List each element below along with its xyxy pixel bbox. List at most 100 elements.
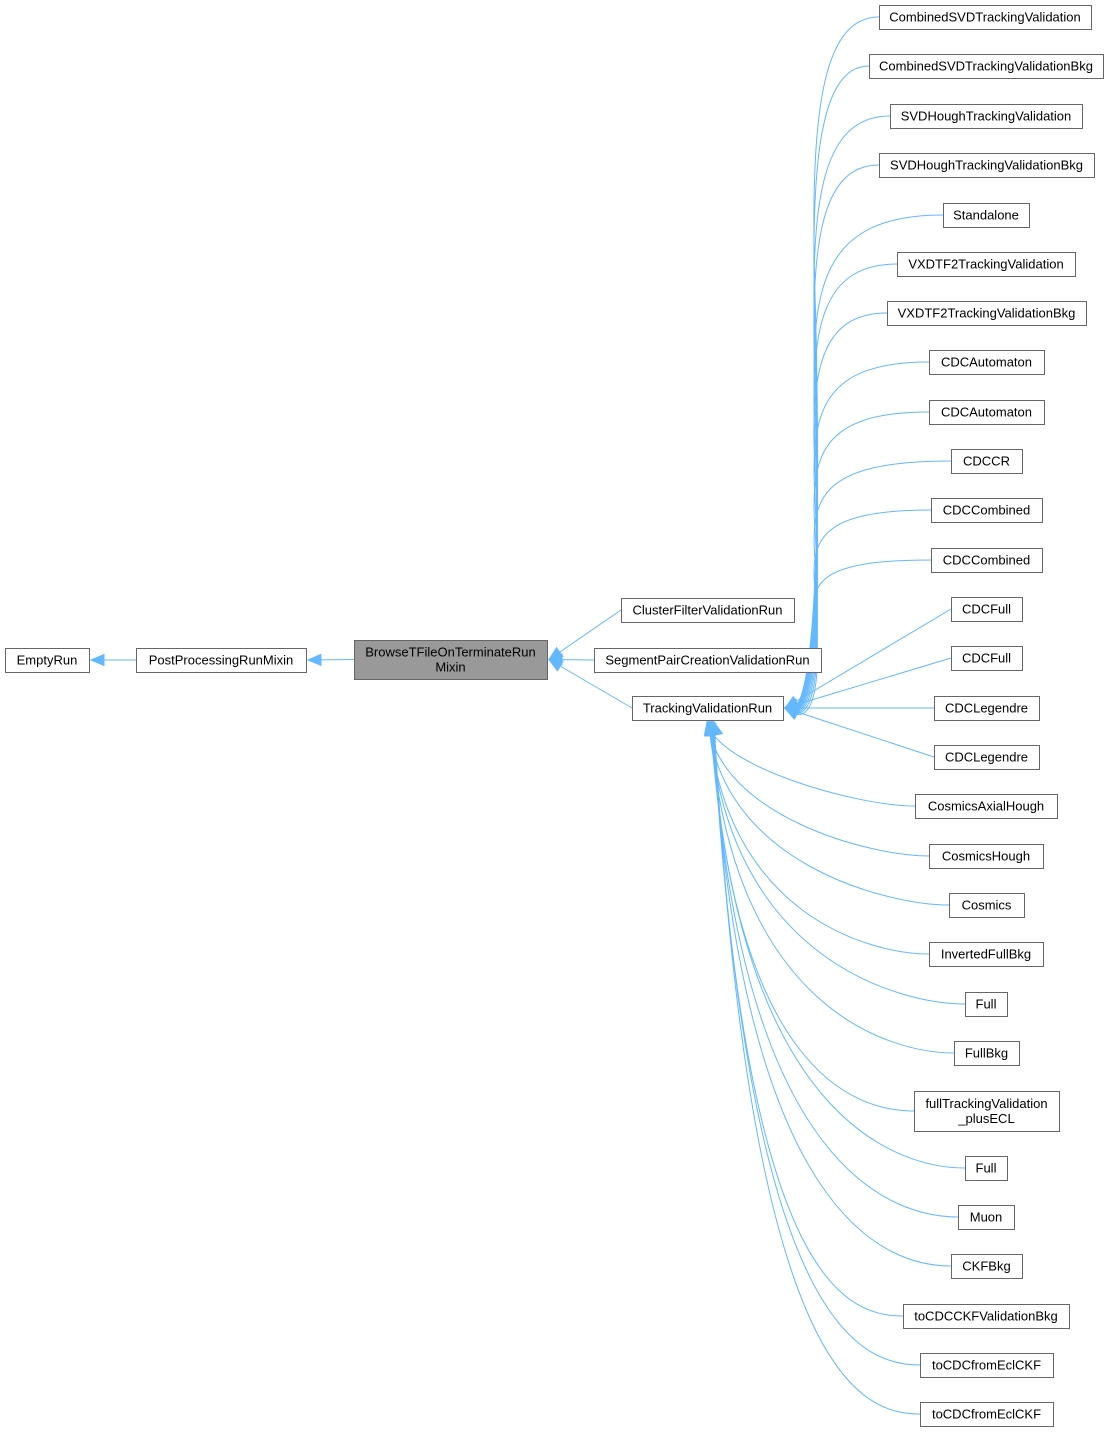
class-node[interactable]: CosmicsHough: [929, 844, 1044, 869]
class-node-label: CDCCombined: [943, 553, 1030, 568]
class-node[interactable]: CDCLegendre: [934, 745, 1040, 770]
inheritance-edge: [784, 608, 952, 709]
class-node[interactable]: Standalone: [943, 203, 1030, 228]
class-node[interactable]: CDCCombined: [931, 498, 1043, 523]
class-node-box: [5, 648, 90, 673]
class-node[interactable]: VXDTF2TrackingValidationBkg: [887, 301, 1087, 326]
class-node[interactable]: CombinedSVDTrackingValidation: [879, 5, 1092, 30]
class-node-box: [951, 449, 1023, 474]
class-node-box: [954, 1041, 1020, 1066]
arrow-head: [710, 720, 724, 737]
arrow-head: [306, 653, 322, 667]
class-node-box: [903, 1304, 1070, 1329]
class-node-label: CKFBkg: [962, 1259, 1010, 1274]
inheritance-edge: [784, 115, 891, 712]
class-node[interactable]: Full: [965, 1156, 1008, 1181]
class-node[interactable]: InvertedFullBkg: [929, 942, 1044, 967]
class-node[interactable]: toCDCfromEclCKF: [920, 1402, 1054, 1427]
class-node[interactable]: ClusterFilterValidationRun: [621, 598, 795, 623]
class-node[interactable]: CDCAutomaton: [929, 400, 1045, 425]
class-node[interactable]: SegmentPairCreationValidationRun: [594, 648, 822, 673]
class-node[interactable]: EmptyRun: [5, 648, 90, 673]
class-node[interactable]: fullTrackingValidation_plusECL: [914, 1091, 1060, 1132]
class-node-label: CDCLegendre: [945, 750, 1028, 765]
class-node-box: [136, 648, 307, 673]
class-node[interactable]: CombinedSVDTrackingValidationBkg: [869, 54, 1104, 79]
arrow-head: [783, 706, 800, 719]
inheritance-edge: [548, 659, 633, 709]
class-node[interactable]: SVDHoughTrackingValidationBkg: [879, 153, 1095, 178]
class-node-box: [920, 1402, 1054, 1427]
class-node-box: [929, 844, 1044, 869]
class-node-box: [965, 1156, 1008, 1181]
class-node[interactable]: SVDHoughTrackingValidation: [890, 104, 1083, 129]
inheritance-edge: [784, 411, 930, 713]
class-node-box: [890, 104, 1083, 129]
class-node[interactable]: CDCLegendre: [934, 696, 1040, 721]
node-layer: EmptyRun PostProcessingRunMixin BrowseTFil…: [5, 5, 1104, 1427]
class-node-label: toCDCfromEclCKF: [932, 1358, 1041, 1373]
class-node-box: [914, 1091, 1060, 1132]
class-node-label: VXDTF2TrackingValidationBkg: [898, 306, 1076, 321]
class-node[interactable]: FullBkg: [954, 1041, 1020, 1066]
class-node-box: [949, 893, 1025, 918]
class-node-box: [887, 301, 1087, 326]
class-node-label: CombinedSVDTrackingValidationBkg: [879, 59, 1093, 74]
class-node-label: CombinedSVDTrackingValidation: [889, 10, 1080, 25]
inheritance-edge: [713, 721, 921, 1415]
class-node-box: [929, 350, 1045, 375]
inheritance-edge: [784, 657, 952, 709]
class-node[interactable]: PostProcessingRunMixin: [136, 648, 307, 673]
class-node[interactable]: VXDTF2TrackingValidation: [897, 252, 1076, 277]
class-node-label: FullBkg: [965, 1046, 1008, 1061]
class-node[interactable]: toCDCCKFValidationBkg: [903, 1304, 1070, 1329]
class-node-label: CDCFull: [962, 602, 1011, 617]
class-node-box: [621, 598, 795, 623]
inheritance-edge: [784, 559, 932, 715]
class-node-box: [354, 640, 548, 680]
inheritance-edge: [784, 707, 935, 758]
inheritance-edge: [784, 509, 932, 714]
class-node-label: CDCLegendre: [945, 701, 1028, 716]
class-node[interactable]: CKFBkg: [951, 1254, 1023, 1279]
inheritance-edge: [784, 312, 888, 712]
class-node[interactable]: CDCCombined: [931, 548, 1043, 573]
class-node-box: [594, 648, 822, 673]
class-node-box: [915, 794, 1058, 819]
class-node[interactable]: Muon: [958, 1205, 1015, 1230]
class-node-label: EmptyRun: [17, 653, 78, 668]
class-node-label: fullTrackingValidation: [925, 1096, 1047, 1111]
inheritance-edge: [711, 721, 952, 1267]
class-node-label: PostProcessingRunMixin: [149, 653, 294, 668]
class-node-label: toCDCfromEclCKF: [932, 1407, 1041, 1422]
class-node-label: CosmicsAxialHough: [928, 799, 1044, 814]
class-node[interactable]: CDCFull: [951, 646, 1023, 671]
class-node-label: SVDHoughTrackingValidationBkg: [890, 158, 1083, 173]
inheritance-edge: [713, 721, 921, 1366]
inheritance-edge: [708, 721, 930, 955]
class-node[interactable]: Full: [965, 992, 1008, 1017]
class-node-box: [951, 646, 1023, 671]
edge-layer: [89, 16, 966, 1415]
class-node[interactable]: CDCFull: [951, 597, 1023, 622]
class-node-label: SegmentPairCreationValidationRun: [605, 653, 809, 668]
class-node[interactable]: TrackingValidationRun: [632, 696, 784, 721]
class-node[interactable]: CosmicsAxialHough: [915, 794, 1058, 819]
inheritance-edge: [784, 263, 898, 712]
class-node-label: CDCAutomaton: [941, 405, 1032, 420]
inheritance-edge: [784, 361, 930, 712]
class-node[interactable]: toCDCfromEclCKF: [920, 1353, 1054, 1378]
class-node-box: [958, 1205, 1015, 1230]
class-node-label: CosmicsHough: [942, 849, 1030, 864]
inheritance-edge: [706, 721, 916, 807]
class-node[interactable]: CDCCR: [951, 449, 1023, 474]
class-node[interactable]: Cosmics: [949, 893, 1025, 918]
class-node-label: TrackingValidationRun: [643, 701, 772, 716]
class-node-box: [897, 252, 1076, 277]
class-node-label: Full: [976, 1161, 997, 1176]
class-node[interactable]: CDCAutomaton: [929, 350, 1045, 375]
class-node-label: BrowseTFileOnTerminateRun: [365, 645, 536, 660]
class-node-box: [965, 992, 1008, 1017]
